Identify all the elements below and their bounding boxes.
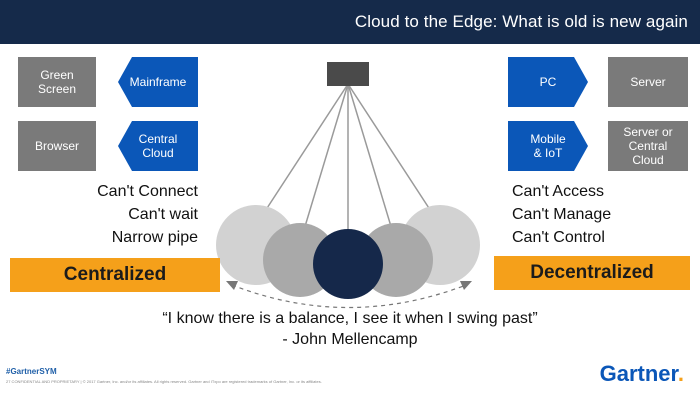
quote-author: - John Mellencamp bbox=[282, 331, 418, 348]
trait-cant-wait: Can't wait bbox=[128, 206, 198, 223]
decentralized-bar: Decentralized bbox=[494, 256, 690, 290]
string-4 bbox=[347, 83, 397, 244]
logo-dot: . bbox=[677, 361, 684, 386]
gartner-logo: Gartner. bbox=[600, 361, 684, 387]
logo-text: Gartner bbox=[599, 361, 678, 386]
swing-arc bbox=[231, 284, 467, 309]
trait-narrow-pipe: Narrow pipe bbox=[111, 229, 198, 246]
mobile-iot-box: Mobile & IoT bbox=[508, 121, 588, 171]
green-screen-box: Green Screen bbox=[18, 57, 96, 107]
trait-cant-control: Can't Control bbox=[512, 229, 605, 246]
hashtag: #GartnerSYM bbox=[6, 367, 57, 376]
pc-box: PC bbox=[508, 57, 588, 107]
slide-title: Cloud to the Edge: What is old is new ag… bbox=[354, 12, 688, 31]
string-1 bbox=[255, 83, 349, 226]
server-central-cloud-box: Server or Central Cloud bbox=[608, 121, 688, 171]
trait-cant-access: Can't Access bbox=[512, 183, 604, 200]
server-box: Server bbox=[608, 57, 688, 107]
trait-cant-connect: Can't Connect bbox=[97, 183, 198, 200]
header-bar: Cloud to the Edge: What is old is new ag… bbox=[0, 0, 700, 44]
arc-arrow-right bbox=[460, 281, 472, 290]
central-cloud-box: Central Cloud bbox=[118, 121, 198, 171]
centralized-bar: Centralized bbox=[10, 258, 220, 292]
pendulum-pivot bbox=[327, 62, 369, 86]
browser-box: Browser bbox=[18, 121, 96, 171]
arc-arrow-left bbox=[226, 281, 238, 290]
footer-fine-print: 27 CONFIDENTIAL AND PROPRIETARY | © 2017… bbox=[6, 379, 322, 384]
trait-cant-manage: Can't Manage bbox=[512, 206, 612, 223]
string-2 bbox=[299, 83, 349, 244]
ball-center bbox=[313, 229, 383, 299]
mainframe-box: Mainframe bbox=[118, 57, 198, 107]
string-5 bbox=[347, 83, 441, 226]
quote-text: “I know there is a balance, I see it whe… bbox=[162, 310, 538, 327]
